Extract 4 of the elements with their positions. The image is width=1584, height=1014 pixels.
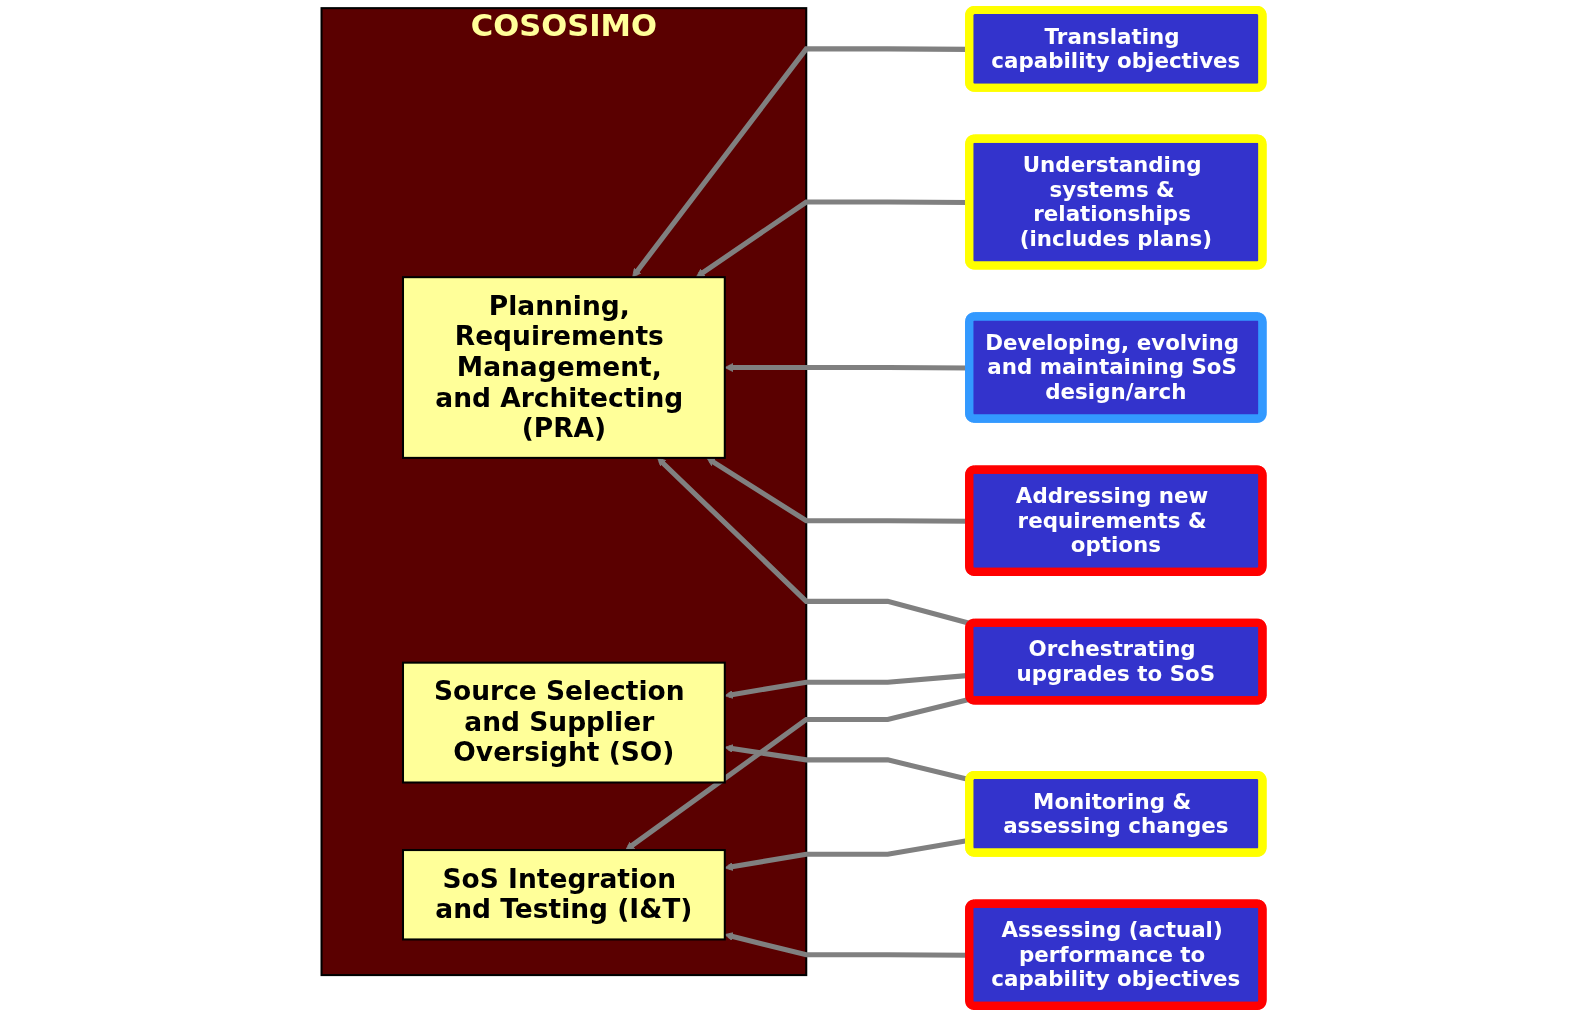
node-box — [402, 849, 726, 941]
node-box — [402, 276, 726, 459]
cluster — [320, 7, 808, 977]
node-box — [402, 661, 726, 784]
